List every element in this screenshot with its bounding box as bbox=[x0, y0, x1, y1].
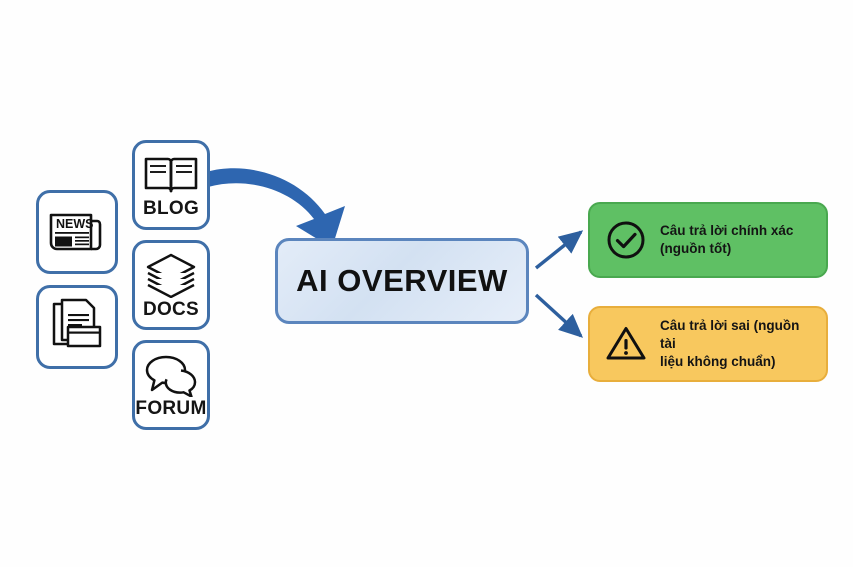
source-tile-blog-label: BLOG bbox=[142, 197, 200, 219]
source-tile-documents[interactable] bbox=[36, 285, 118, 369]
source-tile-forum[interactable]: FORUM bbox=[132, 340, 210, 430]
outcome-card-incorrect[interactable]: Câu trả lời sai (nguồn tài liệu không ch… bbox=[588, 306, 828, 382]
source-tile-docs[interactable]: DOCS bbox=[132, 240, 210, 330]
check-circle-icon bbox=[607, 221, 645, 259]
layers-stack-icon bbox=[146, 253, 196, 298]
source-tile-blog[interactable]: BLOG bbox=[132, 140, 210, 230]
arrow-ai-to-incorrect bbox=[534, 293, 584, 338]
source-tile-news[interactable]: NEWS bbox=[36, 190, 118, 274]
outcome-incorrect-text: Câu trả lời sai (nguồn tài liệu không ch… bbox=[660, 317, 812, 370]
source-tile-forum-label: FORUM bbox=[135, 397, 207, 419]
outcome-correct-line2: (nguồn tốt) bbox=[660, 241, 732, 256]
open-book-icon bbox=[144, 157, 198, 192]
ai-overview-label: AI OVERVIEW bbox=[296, 263, 508, 298]
newspaper-icon: NEWS bbox=[49, 213, 102, 251]
ai-overview-node[interactable]: AI OVERVIEW bbox=[275, 238, 529, 324]
speech-bubbles-icon bbox=[145, 355, 197, 397]
source-tile-docs-label: DOCS bbox=[142, 298, 200, 320]
outcome-incorrect-line1: Câu trả lời sai (nguồn tài bbox=[660, 318, 800, 352]
warning-triangle-icon bbox=[606, 327, 646, 360]
outcome-incorrect-line2: liệu không chuẩn) bbox=[660, 353, 776, 369]
outcome-card-correct[interactable]: Câu trả lời chính xác (nguồn tốt) bbox=[588, 202, 828, 278]
arrow-ai-to-correct bbox=[534, 230, 584, 270]
news-masthead-text: NEWS bbox=[56, 217, 94, 231]
outcome-correct-text: Câu trả lời chính xác (nguồn tốt) bbox=[660, 222, 793, 258]
arrow-blog-to-ai-overview bbox=[206, 168, 345, 248]
documents-copy-icon bbox=[52, 298, 102, 348]
outcome-correct-line1: Câu trả lời chính xác bbox=[660, 223, 794, 239]
